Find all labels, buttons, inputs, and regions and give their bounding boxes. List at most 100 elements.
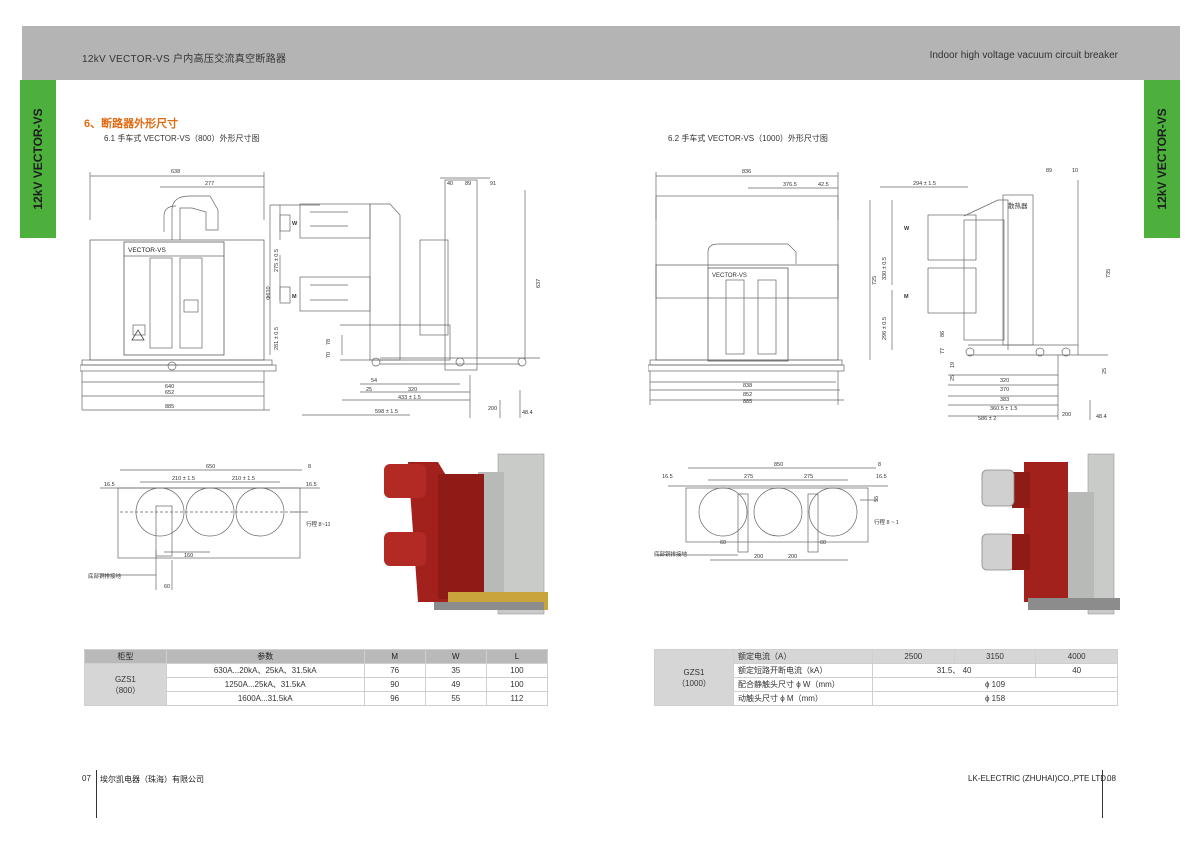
plan-275-b: 275 — [804, 474, 813, 480]
spec-table-800: 柜型 参数 M W L GZS1 （800） 630A...20kA、25kA、… — [84, 649, 549, 706]
type-line2: （800） — [110, 685, 141, 695]
dim-w-right: W — [904, 226, 910, 232]
side-tab-left: 12kV VECTOR-VS — [20, 80, 56, 238]
dim-610: Φ610 — [266, 286, 272, 300]
plan-165-a: 16.5 — [104, 482, 115, 488]
type-line1-right: GZS1 — [683, 667, 705, 677]
dim-70: 70 — [326, 352, 332, 358]
dim-25-right: 25 — [950, 375, 956, 381]
dim-25b: 25 — [1102, 368, 1108, 374]
plan-stroke-right: 行程 8 ~ 11 — [874, 518, 898, 526]
plan-60-a: 60 — [720, 540, 726, 546]
dim-40: 40 — [447, 181, 453, 187]
dim-10: 10 — [1072, 168, 1078, 174]
breaking-current-a: 31.5、 40 — [871, 663, 1037, 678]
dim-275: 275 ± 0.5 — [274, 249, 280, 272]
type-line1: GZS1 — [114, 674, 136, 684]
table-cell-param: 1250A...25kA、31.5kA — [165, 677, 365, 692]
plan-165-b-right: 16.5 — [876, 474, 887, 480]
dim-370: 370 — [1000, 387, 1009, 393]
header-title-en: Indoor high voltage vacuum circuit break… — [929, 50, 1118, 61]
table-cell-w: 49 — [424, 677, 487, 692]
dim-200-right: 200 — [1062, 412, 1071, 418]
dim-586: 586 ± 2 — [978, 416, 996, 422]
front-panel-label-right: VECTOR-VS — [712, 273, 747, 279]
page-header: 12kV VECTOR-VS 户内高压交流真空断路器 Indoor high v… — [22, 26, 1180, 80]
plan-ground-label-right: 底部铜排接地 — [654, 550, 688, 558]
dim-277: 277 — [205, 181, 214, 187]
plan-165-b: 16.5 — [306, 482, 317, 488]
header-title-cn: 12kV VECTOR-VS 户内高压交流真空断路器 — [82, 54, 287, 65]
front-panel-label: VECTOR-VS — [128, 247, 166, 254]
dim-19: 19 — [950, 362, 956, 368]
dim-281: 281 ± 0.5 — [274, 327, 280, 350]
dim-42: 42.5 — [818, 182, 829, 188]
footer-left-page: 07 — [82, 774, 91, 783]
label-rated-current: 额定电流（A） — [733, 649, 873, 664]
plan-850: 850 — [774, 462, 783, 468]
dim-89-right: 89 — [1046, 168, 1052, 174]
left-dimension-drawing: 638 277 640 652 885 275 ± 0.5 281 ± 0.5 … — [80, 169, 542, 418]
label-static-contact: 配合静触头尺寸 ϕ W（mm） — [733, 677, 873, 692]
right-dimension-drawing: 836 376.5 42.5 838 852 885 294 ± 1.5 散热器… — [648, 168, 1112, 422]
plan-160: 160 — [184, 553, 193, 559]
plan-60: 60 — [164, 584, 170, 590]
static-contact-value: ϕ 109 — [872, 677, 1118, 692]
table-cell-l: 112 — [485, 691, 549, 706]
dim-m-right: M — [904, 294, 909, 300]
dim-330: 330 ± 0.5 — [882, 257, 888, 280]
table-cell-w: 55 — [424, 691, 487, 706]
plan-210-b: 210 ± 1.5 — [232, 476, 255, 482]
plan-8-right: 8 — [878, 462, 881, 468]
dim-54: 54 — [371, 378, 377, 384]
dim-360: 360.5 ± 1.5 — [990, 406, 1017, 412]
dim-383: 383 — [1000, 397, 1009, 403]
label-breaking-current: 额定短路开断电流（kA） — [733, 663, 873, 678]
left-plan-view: 650 210 ± 1.5 210 ± 1.5 8 16.5 16.5 行程 8… — [88, 464, 330, 590]
plan-55: 55 — [874, 496, 880, 502]
dim-296: 296 ± 0.5 — [882, 317, 888, 340]
label-moving-contact: 动触头尺寸 ϕ M（mm） — [733, 691, 873, 706]
moving-contact-value: ϕ 158 — [872, 691, 1118, 706]
cell-type: GZS1 （800） — [84, 663, 167, 706]
dim-640: 640 — [165, 384, 174, 390]
dim-852: 852 — [743, 392, 752, 398]
dim-598: 598 ± 1.5 — [375, 409, 398, 415]
breaker-photo-800 — [384, 453, 548, 615]
dim-320-right: 320 — [1000, 378, 1009, 384]
table-cell-m: 76 — [363, 663, 426, 678]
front-panel-label-text: VECTOR-VS — [128, 247, 166, 254]
footer-left-company: 埃尔凯电器（珠海）有限公司 — [100, 775, 204, 784]
left-drawing-caption: 6.1 手车式 VECTOR-VS（800）外形尺寸图 — [104, 134, 260, 143]
table-cell-w: 35 — [424, 663, 487, 678]
dim-885-right: 885 — [743, 399, 752, 405]
side-tab-right: 12kV VECTOR-VS — [1144, 80, 1180, 238]
dim-200: 200 — [488, 406, 497, 412]
warning-icon — [131, 329, 145, 341]
footer-right-page: 08 — [1107, 774, 1116, 783]
dim-735: 735 — [1106, 269, 1112, 278]
th-l: L — [485, 649, 549, 664]
breaking-current-b: 40 — [1035, 663, 1118, 678]
plan-210-a: 210 ± 1.5 — [172, 476, 195, 482]
side-tab-left-label: 12kV VECTOR-VS — [31, 108, 45, 210]
dim-w-top: W — [292, 221, 298, 227]
dim-78: 78 — [326, 339, 332, 345]
dim-885: 885 — [165, 404, 174, 410]
plan-stroke: 行程 8~11 — [306, 520, 330, 528]
cell-type-right: GZS1 （1000） — [654, 649, 734, 706]
dim-725: 725 — [872, 276, 878, 285]
dim-77: 77 — [940, 348, 946, 354]
plan-165-a-right: 16.5 — [662, 474, 673, 480]
heatsink-label: 散热器 — [1008, 201, 1028, 210]
spec-table-1000: GZS1 （1000） 额定电流（A） 2500 3150 4000 额定短路开… — [654, 649, 1118, 706]
dim-838: 838 — [743, 383, 752, 389]
plan-650: 650 — [206, 464, 215, 470]
plan-200-b: 200 — [788, 554, 797, 560]
footer-left-divider — [96, 770, 97, 818]
dim-652: 652 — [165, 390, 174, 396]
dim-320: 320 — [408, 387, 417, 393]
dim-836: 836 — [742, 169, 751, 175]
right-plan-view: 850 275 275 8 16.5 16.5 55 行程 8 ~ 11 60 … — [654, 462, 898, 561]
dim-376: 376.5 — [783, 182, 797, 188]
